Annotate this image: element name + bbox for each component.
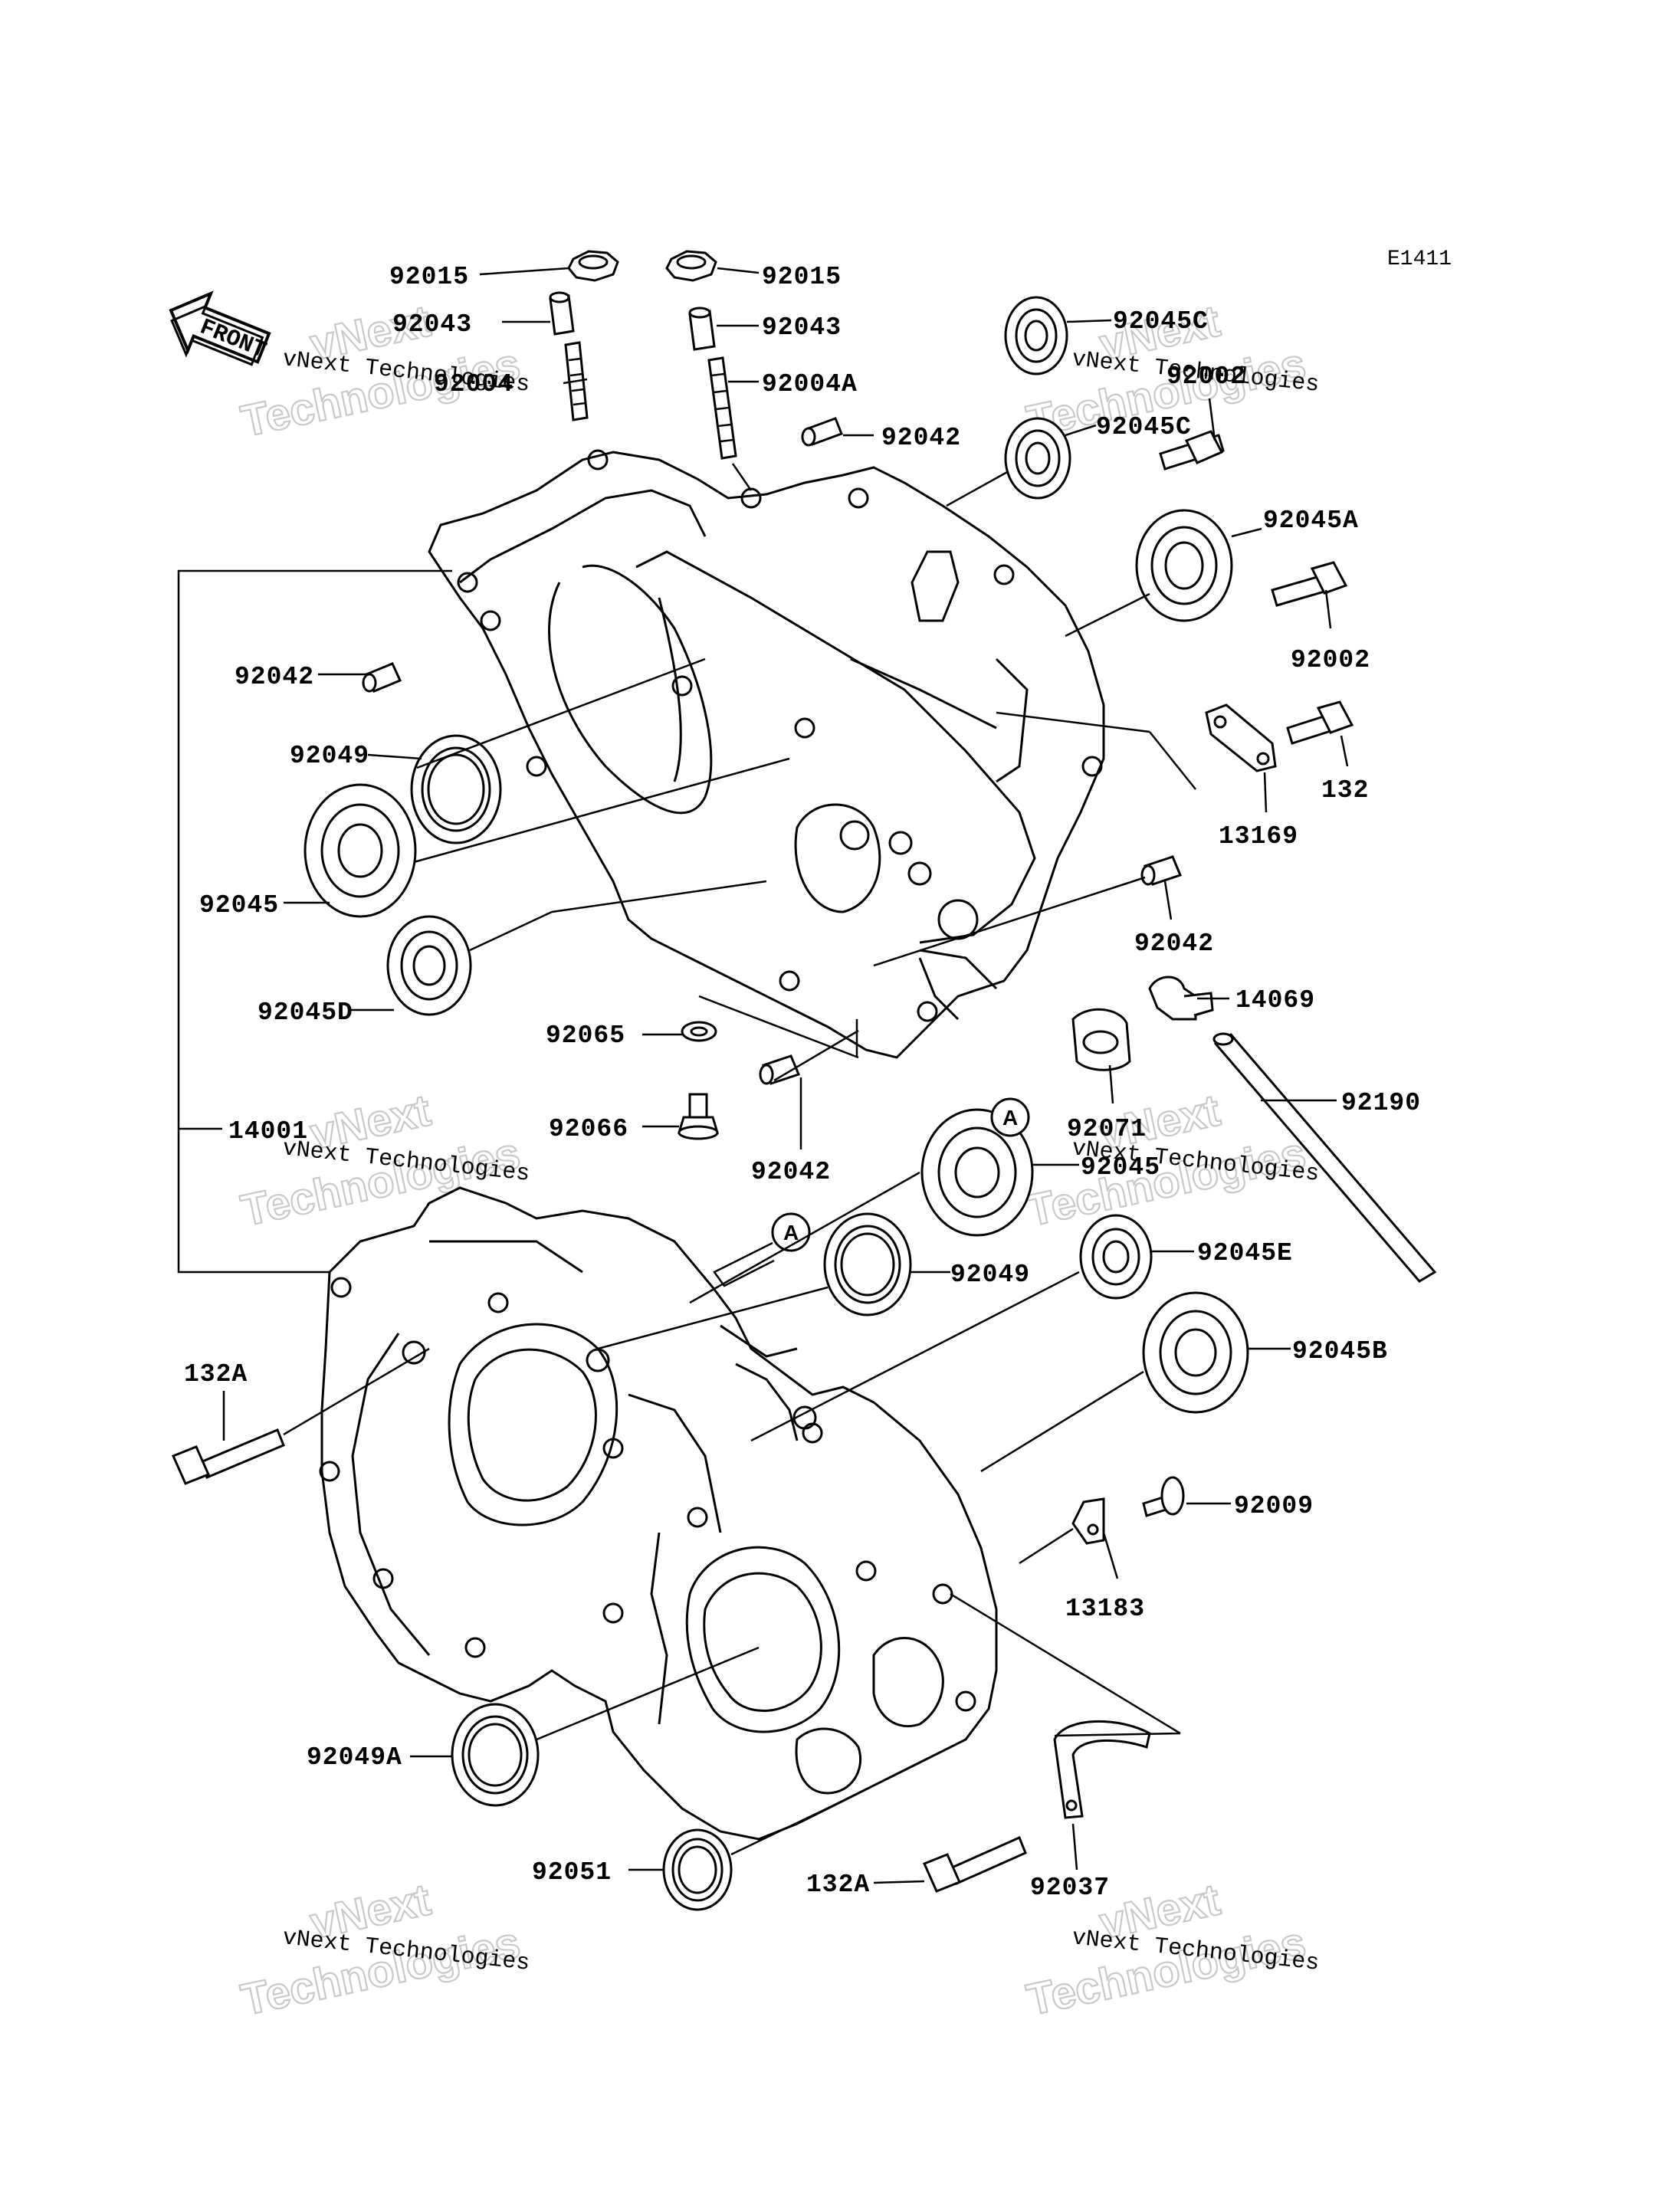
label-13183: 13183 — [1065, 1595, 1145, 1623]
bolt-92002-top-icon — [1159, 430, 1225, 471]
oil-seal-92049-lower-icon — [823, 1212, 912, 1317]
stud-92004A-icon — [707, 356, 737, 460]
leader-lines — [222, 267, 1349, 1884]
label-92045E: 92045E — [1197, 1239, 1293, 1267]
dowel-92042-right-icon — [1140, 855, 1183, 886]
label-92190: 92190 — [1341, 1089, 1421, 1117]
label-13169: 13169 — [1219, 822, 1298, 851]
bearing-92045E-icon — [1079, 1214, 1153, 1300]
diagram-code: E1411 — [1387, 248, 1452, 271]
bolt-132-icon — [1286, 700, 1354, 745]
bearing-92045B-icon — [1142, 1291, 1249, 1414]
label-92042-mid: 92042 — [751, 1158, 831, 1186]
label-92045C-mid: 92045C — [1096, 413, 1192, 441]
bearing-92045-left-icon — [304, 783, 417, 918]
label-92045-left: 92045 — [199, 891, 279, 920]
label-92043-right: 92043 — [762, 313, 842, 342]
label-92002: 92002 — [1291, 646, 1370, 674]
label-132: 132 — [1321, 776, 1369, 805]
label-92015-right: 92015 — [762, 263, 842, 291]
label-92071: 92071 — [1067, 1115, 1147, 1143]
label-92045A: 92045A — [1263, 507, 1359, 535]
label-92037: 92037 — [1030, 1874, 1110, 1902]
svg-text:A: A — [1002, 1106, 1018, 1130]
dowel-92042-left-icon — [362, 662, 402, 693]
label-92051: 92051 — [532, 1858, 612, 1887]
nut-92015-left-icon — [567, 250, 619, 282]
label-92065: 92065 — [546, 1021, 625, 1050]
label-92015-left: 92015 — [389, 263, 469, 291]
label-92042-right: 92042 — [1134, 930, 1214, 958]
bearing-92045D-icon — [386, 915, 472, 1016]
ref-marker-a-upper: A — [990, 1097, 1030, 1137]
front-arrow-icon: FRONT — [169, 290, 271, 366]
bearing-92045A-icon — [1135, 509, 1233, 622]
screw-92009-icon — [1142, 1476, 1185, 1517]
grommet-92071-icon — [1071, 1008, 1131, 1071]
plug-92066-icon — [677, 1093, 720, 1140]
label-92049A: 92049A — [307, 1743, 402, 1772]
bolt-92002-icon — [1271, 561, 1348, 607]
label-92009: 92009 — [1234, 1492, 1314, 1520]
plate-13169-icon — [1205, 703, 1277, 772]
label-132A-bottom: 132A — [806, 1871, 870, 1899]
plate-13183-icon — [1071, 1497, 1105, 1545]
label-92049-lower: 92049 — [950, 1261, 1030, 1289]
label-92045B: 92045B — [1292, 1337, 1388, 1366]
label-92066: 92066 — [549, 1115, 628, 1143]
bolt-132A-left-icon — [171, 1428, 285, 1485]
bearing-92045C-mid-icon — [1004, 417, 1071, 500]
label-132A-left: 132A — [184, 1360, 248, 1389]
label-14001: 14001 — [228, 1117, 308, 1146]
bearing-92045-lower-icon — [920, 1108, 1034, 1237]
crankcase-set-bracket — [177, 569, 452, 1274]
oil-seal-92049-upper-icon — [410, 734, 502, 844]
dowel-92042-top-icon — [801, 417, 843, 447]
oil-seal-92051-icon — [662, 1828, 733, 1911]
bearing-92045C-top-icon — [1004, 296, 1068, 375]
label-92045C-top: 92045C — [1113, 307, 1209, 336]
label-92043-left: 92043 — [392, 310, 472, 339]
bolt-132A-bottom-icon — [922, 1835, 1027, 1893]
label-92042-top: 92042 — [881, 424, 961, 452]
dowel-92042-mid-icon — [759, 1054, 801, 1085]
label-92042-left: 92042 — [235, 663, 314, 691]
collar-92043-right-icon — [688, 307, 716, 351]
ref-arrow-a-lower — [713, 1241, 775, 1287]
svg-text:A: A — [783, 1221, 799, 1244]
label-92004: 92004 — [434, 370, 514, 398]
clamp-92037-icon — [1053, 1720, 1151, 1819]
nut-92015-right-icon — [665, 250, 717, 282]
label-92045-lower: 92045 — [1081, 1153, 1160, 1182]
part-labels: 92015 92015 92043 92043 92004 92004A 920… — [184, 263, 1421, 1902]
lower-crankcase — [319, 1186, 998, 1841]
label-92002-top: 92002 — [1166, 362, 1246, 391]
washer-92065-icon — [681, 1021, 717, 1042]
label-92049-upper: 92049 — [290, 742, 369, 770]
collar-92043-left-icon — [549, 291, 575, 336]
oil-seal-92049A-icon — [451, 1703, 540, 1807]
hose-92190-icon — [1212, 1032, 1437, 1283]
upper-crankcase — [428, 449, 1105, 1059]
elbow-fitting-14069-icon — [1148, 976, 1214, 1021]
label-14069: 14069 — [1235, 986, 1315, 1015]
label-92004A: 92004A — [762, 370, 858, 398]
label-92045D: 92045D — [258, 998, 353, 1027]
ref-marker-a-lower: A — [771, 1212, 811, 1252]
